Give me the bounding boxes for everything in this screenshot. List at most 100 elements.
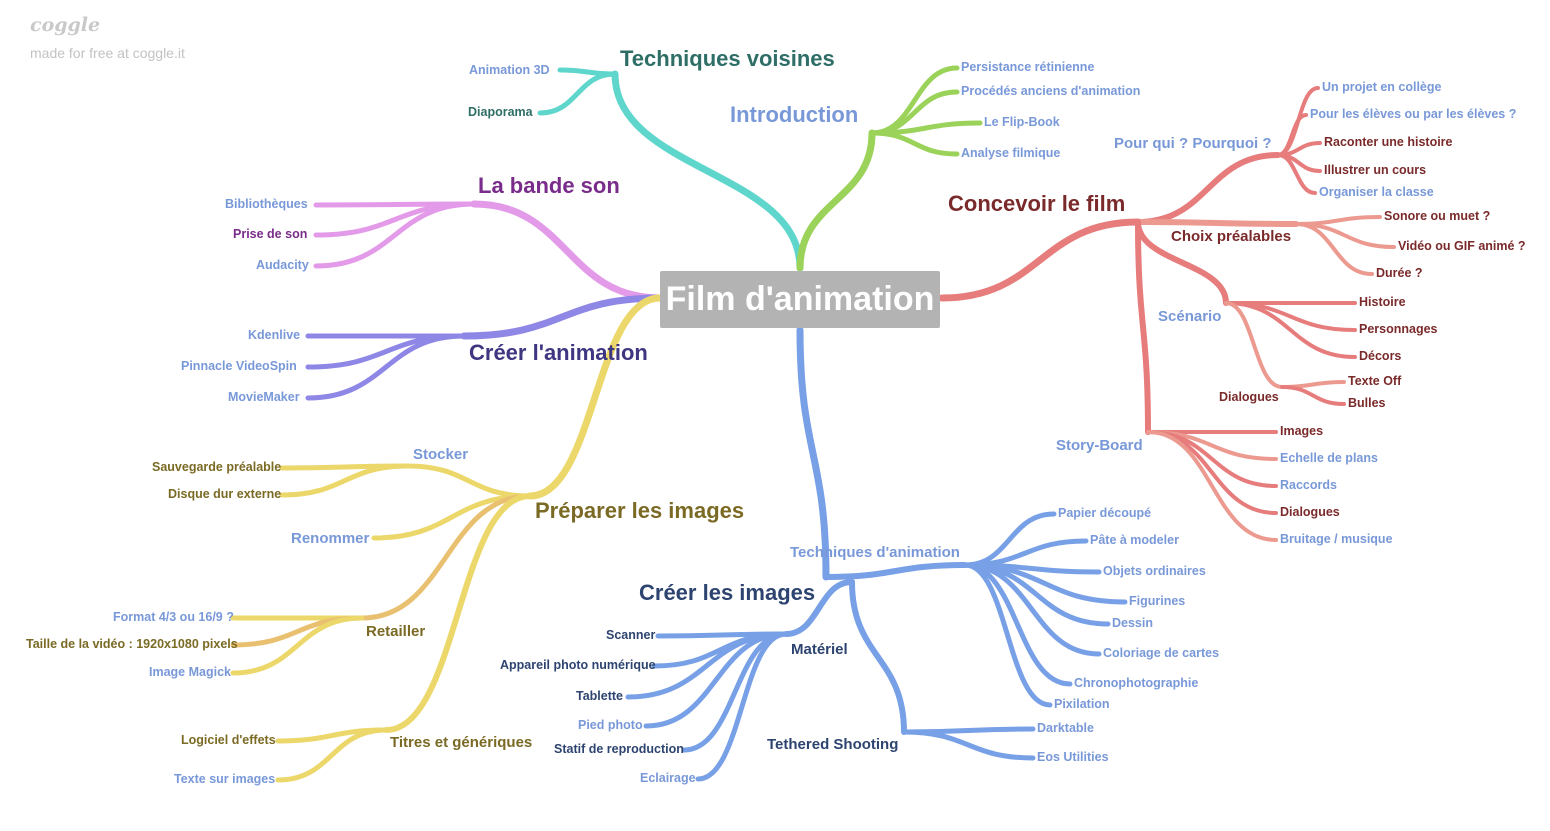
node-persistance[interactable]: Persistance rétinienne	[961, 60, 1095, 74]
node-prise-son[interactable]: Prise de son	[233, 227, 308, 241]
node-appareil[interactable]: Appareil photo numérique	[500, 658, 656, 672]
node-renommer[interactable]: Renommer	[291, 530, 370, 547]
node-bibliotheques[interactable]: Bibliothèques	[225, 197, 308, 211]
branch-chrono	[962, 562, 1073, 687]
node-decors[interactable]: Décors	[1359, 349, 1402, 363]
node-scanner[interactable]: Scanner	[606, 628, 656, 642]
node-audacity[interactable]: Audacity	[256, 258, 309, 272]
node-tablette[interactable]: Tablette	[576, 689, 623, 703]
node-darktable[interactable]: Darktable	[1037, 721, 1094, 735]
node-flipbook[interactable]: Le Flip-Book	[984, 115, 1060, 129]
branch-titres	[383, 493, 533, 733]
node-sauvegarde[interactable]: Sauvegarde préalable	[152, 460, 282, 474]
node-pour-qui[interactable]: Pour qui ? Pourquoi ?	[1114, 135, 1272, 152]
branch-techniques-anim	[823, 562, 968, 580]
node-pate[interactable]: Pâte à modeler	[1090, 533, 1179, 547]
node-objets[interactable]: Objets ordinaires	[1103, 564, 1206, 578]
node-creer-animation[interactable]: Créer l'animation	[469, 340, 648, 365]
branch-pixilation	[962, 562, 1053, 708]
node-techniques-voisines[interactable]: Techniques voisines	[620, 46, 835, 71]
node-pied[interactable]: Pied photo	[578, 718, 643, 732]
node-dialogues-sb[interactable]: Dialogues	[1280, 505, 1340, 519]
node-analyse[interactable]: Analyse filmique	[961, 146, 1061, 160]
node-dialogues-sc[interactable]: Dialogues	[1219, 390, 1279, 404]
node-preparer[interactable]: Préparer les images	[535, 498, 745, 523]
node-video-gif[interactable]: Vidéo ou GIF animé ?	[1398, 239, 1526, 253]
node-texte-images[interactable]: Texte sur images	[174, 772, 276, 786]
node-images-sb[interactable]: Images	[1280, 424, 1324, 438]
branch-pied	[643, 631, 789, 729]
node-dessin[interactable]: Dessin	[1112, 616, 1153, 630]
node-stocker[interactable]: Stocker	[413, 446, 469, 463]
branch-tethered	[849, 579, 907, 735]
node-personnages[interactable]: Personnages	[1359, 322, 1438, 336]
made-with-note[interactable]: made for free at coggle.it	[30, 45, 185, 61]
node-eos[interactable]: Eos Utilities	[1037, 750, 1109, 764]
node-echelle[interactable]: Echelle de plans	[1280, 451, 1378, 465]
branch-bruitage	[1146, 430, 1278, 542]
branch-stocker	[405, 463, 533, 499]
node-tethered[interactable]: Tethered Shooting	[767, 736, 899, 753]
node-kdenlive[interactable]: Kdenlive	[248, 328, 301, 342]
branch-magick	[230, 615, 365, 676]
branch-preparer	[526, 294, 664, 500]
node-raconter[interactable]: Raconter une histoire	[1324, 135, 1453, 149]
node-diaporama[interactable]: Diaporama	[468, 105, 533, 119]
node-figurines[interactable]: Figurines	[1129, 594, 1186, 608]
node-bulles[interactable]: Bulles	[1348, 396, 1386, 410]
node-eleves[interactable]: Pour les élèves ou par les élèves ?	[1310, 107, 1517, 121]
node-chrono[interactable]: Chronophotographie	[1074, 676, 1199, 690]
node-magick[interactable]: Image Magick	[149, 665, 231, 679]
branch-texte-images	[275, 727, 389, 783]
node-retailler[interactable]: Retailler	[366, 623, 426, 640]
node-storyboard[interactable]: Story-Board	[1056, 437, 1143, 454]
node-papier[interactable]: Papier découpé	[1058, 506, 1152, 520]
node-duree[interactable]: Durée ?	[1376, 266, 1423, 280]
node-sonore[interactable]: Sonore ou muet ?	[1384, 209, 1491, 223]
branch-concevoir	[938, 218, 1142, 302]
node-illustrer[interactable]: Illustrer un cours	[1324, 163, 1427, 177]
branch-decors	[1224, 301, 1357, 359]
node-animation-3d[interactable]: Animation 3D	[469, 63, 550, 77]
node-raccords[interactable]: Raccords	[1280, 478, 1337, 492]
node-texte-off[interactable]: Texte Off	[1348, 374, 1402, 388]
node-format[interactable]: Format 4/3 ou 16/9 ?	[113, 610, 234, 624]
node-coloriage[interactable]: Coloriage de cartes	[1103, 646, 1220, 660]
branch-diaporama	[537, 71, 618, 116]
node-concevoir[interactable]: Concevoir le film	[948, 191, 1126, 216]
branch-bande-son	[470, 200, 664, 302]
branch-disque	[279, 463, 411, 498]
node-histoire[interactable]: Histoire	[1359, 295, 1406, 309]
node-choix[interactable]: Choix préalables	[1171, 228, 1292, 245]
coggle-logo[interactable]: coggle	[30, 14, 101, 36]
branch-scenario	[1135, 219, 1229, 306]
node-titres[interactable]: Titres et génériques	[390, 734, 533, 751]
node-pixilation[interactable]: Pixilation	[1054, 697, 1110, 711]
node-creer-images[interactable]: Créer les images	[639, 580, 816, 605]
branch-choix	[1135, 219, 1299, 227]
node-scenario[interactable]: Scénario	[1158, 308, 1222, 325]
node-moviemaker[interactable]: MovieMaker	[228, 390, 300, 404]
root-node[interactable]: Film d'animation	[660, 271, 940, 328]
node-statif[interactable]: Statif de reproduction	[554, 742, 684, 756]
node-eclairage[interactable]: Eclairage	[640, 771, 696, 785]
node-materiel[interactable]: Matériel	[791, 641, 848, 658]
branch-retailler	[359, 493, 533, 621]
node-organiser[interactable]: Organiser la classe	[1319, 185, 1434, 199]
branch-dialogues-sc	[1224, 301, 1284, 389]
node-projet[interactable]: Un projet en collège	[1322, 80, 1442, 94]
branch-bulles	[1280, 385, 1346, 406]
node-introduction[interactable]: Introduction	[730, 102, 859, 127]
node-bande-son[interactable]: La bande son	[478, 173, 620, 198]
node-disque[interactable]: Disque dur externe	[168, 487, 282, 501]
branch-creer-animation	[460, 294, 664, 340]
node-taille[interactable]: Taille de la vidéo : 1920x1080 pixels	[26, 637, 238, 651]
branch-moviemaker	[305, 333, 467, 401]
node-logiciel[interactable]: Logiciel d'effets	[181, 733, 276, 747]
node-procedes[interactable]: Procédés anciens d'animation	[961, 84, 1141, 98]
node-pinnacle[interactable]: Pinnacle VideoSpin	[181, 359, 297, 373]
node-bruitage[interactable]: Bruitage / musique	[1280, 532, 1393, 546]
branch-coloriage	[962, 562, 1102, 657]
node-techniques-anim[interactable]: Techniques d'animation	[790, 544, 960, 561]
